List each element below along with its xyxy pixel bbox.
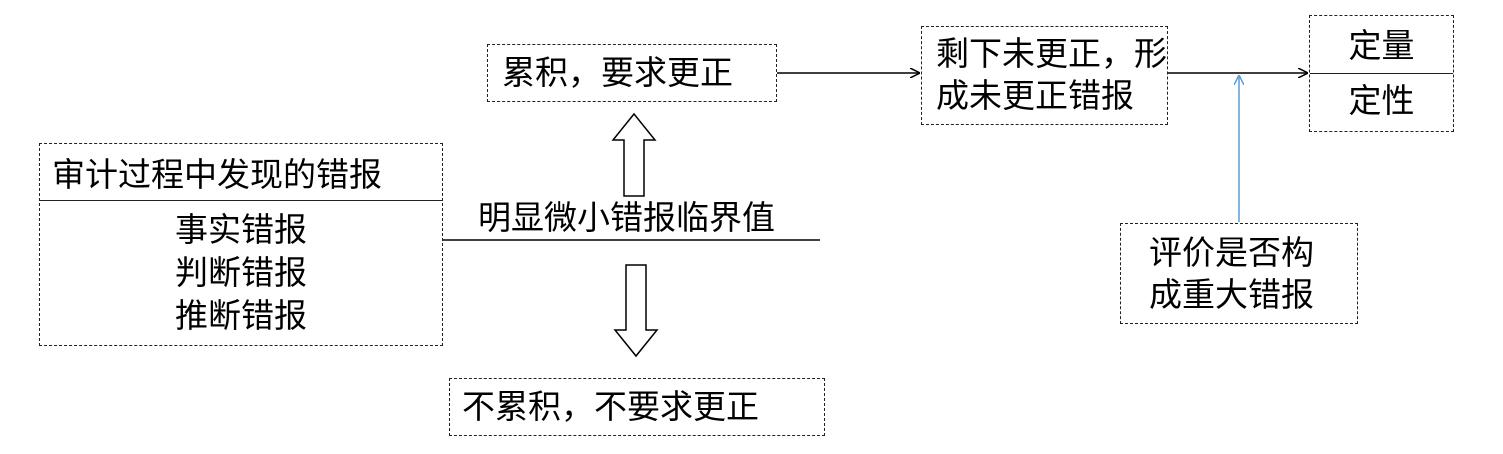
quant-qual-divider xyxy=(1310,73,1453,74)
trivial-threshold-label: 明显微小错报临界值 xyxy=(478,198,775,237)
quantitative-label: 定量 xyxy=(1348,26,1415,65)
uncorrected-line-2: 成未更正错报 xyxy=(936,76,1134,115)
up-hollow-arrow xyxy=(611,112,657,197)
evaluate-line-2: 成重大错报 xyxy=(1149,275,1314,314)
accumulate-label: 累积，要求更正 xyxy=(502,53,733,92)
qualitative-label: 定性 xyxy=(1348,81,1415,120)
evaluate-material-box: 评价是否构 成重大错报 xyxy=(1120,223,1358,324)
accumulate-box: 累积，要求更正 xyxy=(487,44,777,102)
misstatement-type-factual: 事实错报 xyxy=(175,210,307,249)
not-accumulate-box: 不累积，不要求更正 xyxy=(449,378,825,436)
misstatements-found-divider xyxy=(40,200,442,201)
misstatement-type-judgmental: 判断错报 xyxy=(175,253,307,292)
uncorrected-line-1: 剩下未更正，形 xyxy=(936,34,1167,73)
misstatement-type-projected: 推断错报 xyxy=(175,296,307,335)
not-accumulate-label: 不累积，不要求更正 xyxy=(462,387,759,426)
uncorrected-misstatements-box: 剩下未更正，形 成未更正错报 xyxy=(921,26,1168,125)
quant-qual-box: 定量 定性 xyxy=(1309,15,1454,132)
misstatements-found-box: 审计过程中发现的错报 事实错报 判断错报 推断错报 xyxy=(39,143,443,346)
down-hollow-arrow xyxy=(613,264,659,358)
misstatements-found-title: 审计过程中发现的错报 xyxy=(52,155,382,194)
evaluate-line-1: 评价是否构 xyxy=(1149,233,1314,272)
